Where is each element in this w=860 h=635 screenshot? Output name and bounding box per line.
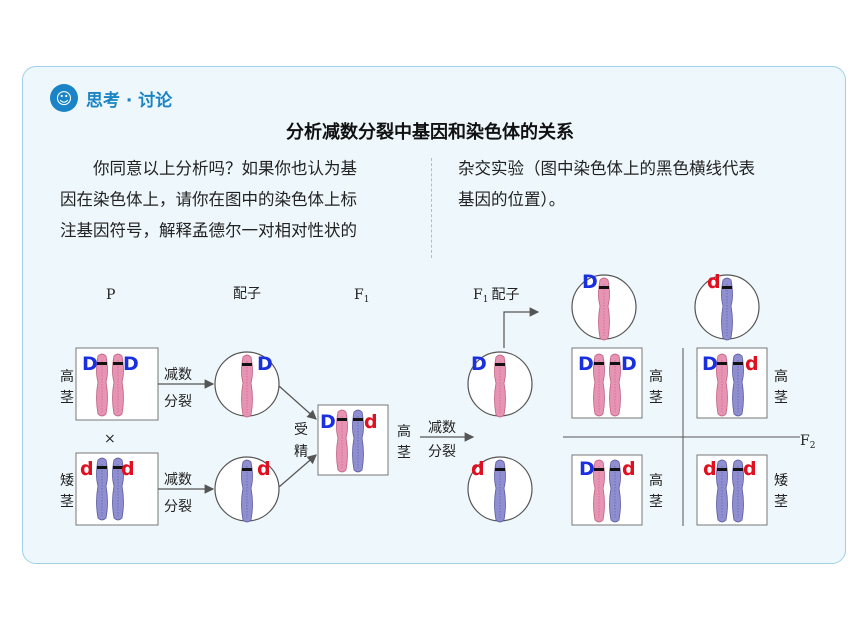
chromosome-blue [352,409,364,473]
chromosome-pink [336,409,348,473]
gene-label: D [320,411,336,433]
offspring-box [571,347,643,419]
label-meiosis: 分裂 [164,499,192,515]
gene-label: D [123,353,139,375]
label-p: P [106,287,115,303]
label-meiosis: 减数 [428,420,456,436]
label-tall: 高 [397,423,411,440]
label-tall: 茎 [649,390,663,406]
label-meiosis: 减数 [164,472,192,488]
gene-label: D [582,271,598,293]
label-fertilization: 受 [294,422,308,438]
chromosome-pink [598,277,610,341]
offspring-box [571,454,643,526]
label-short: 茎 [60,494,74,510]
chromosome-blue [721,277,733,341]
label-short: 矮 [60,473,74,489]
gene-label: D [471,353,487,375]
chromosome-blue [96,457,108,521]
gene-label: d [622,458,636,480]
gene-label: d [364,411,378,433]
chromosome-blue [716,459,728,523]
chromosome-pink [593,459,605,523]
column-divider [431,158,432,258]
label-f2: F2 [800,433,815,451]
badge-icon: ☺ [50,84,78,112]
offspring-box [696,347,768,419]
arrow [278,385,317,420]
gene-label: d [257,458,271,480]
gene-label: D [702,353,718,375]
paragraph-left: 你同意以上分析吗？如果你也认为基 因在染色体上，请你在图中的染色体上标 注基因符… [60,159,357,240]
label-short: 茎 [774,494,788,510]
chromosome-blue [494,459,506,523]
chromosome-blue [241,459,253,523]
label-tall: 茎 [397,445,411,461]
chromosome-pink [112,353,124,417]
gene-label: D [578,353,594,375]
arrow [278,454,317,488]
label-meiosis: 分裂 [164,394,192,410]
gene-label: d [743,458,757,480]
cross-symbol: × [104,431,116,447]
label-tall: 高 [774,368,788,385]
arrow [503,307,540,348]
chromosome-blue [732,353,744,417]
chromosome-pink [96,353,108,417]
gene-label: d [707,271,721,293]
label-meiosis: 分裂 [428,444,456,460]
gene-label: d [471,458,485,480]
chromosome-pink [241,354,253,418]
chromosome-pink [494,354,506,418]
label-tall: 茎 [774,390,788,406]
label-tall: 高 [60,368,74,385]
chromosome-blue [609,459,621,523]
paragraph-right: 杂交实验（图中染色体上的黑色横线代表 基因的位置）。 [458,159,755,209]
gene-label: d [745,353,759,375]
label-tall: 高 [649,472,663,489]
page-title: 分析减数分裂中基因和染色体的关系 [286,122,574,143]
gene-label: D [579,458,595,480]
gene-label: d [703,458,717,480]
chromosome-pink [716,353,728,417]
label-f1: F1 [354,287,369,305]
gene-label: D [82,353,98,375]
gene-label: d [80,458,94,480]
label-fertilization: 精 [294,444,308,460]
gene-label: d [121,458,135,480]
label-tall: 茎 [60,390,74,406]
chromosome-pink [609,353,621,417]
label-meiosis: 减数 [164,367,192,383]
chromosome-pink [593,353,605,417]
offspring-box [696,454,768,526]
label-short: 矮 [774,473,788,489]
chromosome-blue [732,459,744,523]
label-tall: 高 [649,368,663,385]
label-tall: 茎 [649,494,663,510]
gene-label: D [621,353,637,375]
gene-label: D [257,353,273,375]
badge-title: 思考 · 讨论 [86,91,173,111]
label-gamete: 配子 [233,286,261,302]
